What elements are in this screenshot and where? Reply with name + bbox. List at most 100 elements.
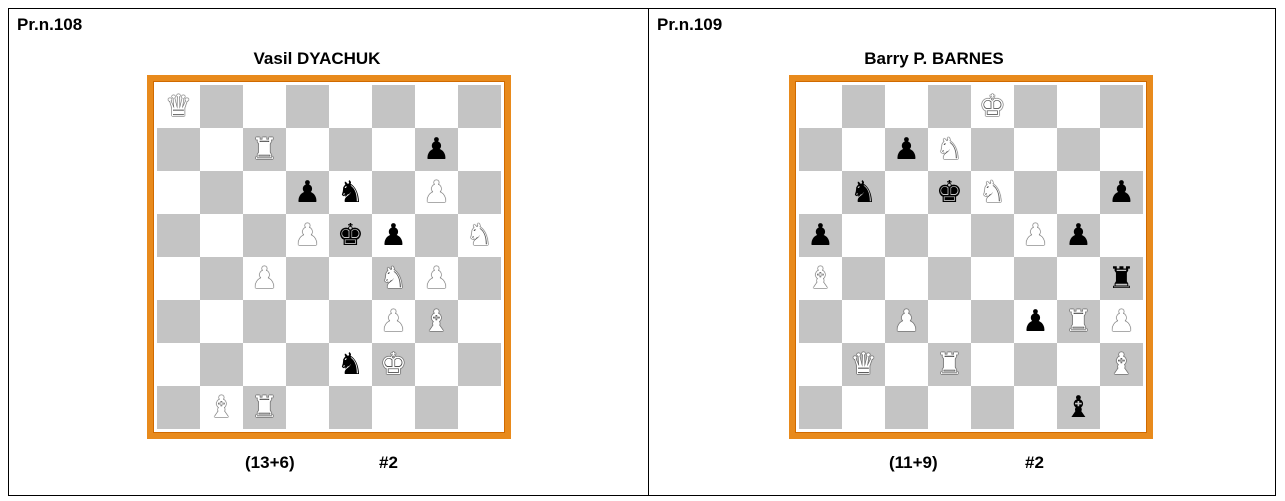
white-pawn-icon: ♟: [286, 214, 329, 257]
board-square: [885, 257, 928, 300]
white-king-icon: ♚: [971, 85, 1014, 128]
black-knight-icon: ♞: [329, 171, 372, 214]
board-square: [415, 343, 458, 386]
board-square: [372, 128, 415, 171]
white-bishop-icon: ♝: [799, 257, 842, 300]
board-square: [458, 343, 501, 386]
board-square: [842, 300, 885, 343]
white-bishop-icon: ♝: [415, 300, 458, 343]
board-square: [157, 257, 200, 300]
board-square: [372, 386, 415, 429]
white-queen-icon: ♛: [157, 85, 200, 128]
board-square: [799, 343, 842, 386]
problem-label: Pr.n.108: [17, 15, 82, 35]
white-knight-icon: ♞: [971, 171, 1014, 214]
problem-cell-108: Pr.n.108 Vasil DYACHUK ♛♜♟♟♞♟♟♚♟♞♟♞♟♟♝♞♚…: [9, 9, 649, 495]
black-knight-icon: ♞: [842, 171, 885, 214]
black-pawn-icon: ♟: [415, 128, 458, 171]
board-square: [200, 343, 243, 386]
author-name: Vasil DYACHUK: [9, 49, 625, 69]
board-square: [286, 128, 329, 171]
board-square: [799, 300, 842, 343]
board-square: [799, 128, 842, 171]
author-name: Barry P. BARNES: [649, 49, 1219, 69]
board-square: [842, 386, 885, 429]
board-square: [1100, 128, 1143, 171]
board-square: [928, 85, 971, 128]
stipulation: #2: [1025, 453, 1044, 473]
problem-cell-109: Pr.n.109 Barry P. BARNES ♚♟♞♞♚♞♟♟♟♟♝♜♟♟♜…: [649, 9, 1275, 495]
board-square: [1100, 386, 1143, 429]
black-rook-icon: ♜: [1100, 257, 1143, 300]
board-square: [286, 85, 329, 128]
board-square: [200, 85, 243, 128]
board-square: [329, 386, 372, 429]
board-square: [928, 300, 971, 343]
board-square: [842, 85, 885, 128]
board-square: [971, 300, 1014, 343]
board-square: [286, 300, 329, 343]
board-square: [458, 386, 501, 429]
board-square: [329, 85, 372, 128]
board-square: [372, 171, 415, 214]
board-square: [458, 171, 501, 214]
problems-table: Pr.n.108 Vasil DYACHUK ♛♜♟♟♞♟♟♚♟♞♟♞♟♟♝♞♚…: [8, 8, 1276, 496]
board-square: [799, 85, 842, 128]
board-square: [1014, 85, 1057, 128]
board-square: [885, 343, 928, 386]
white-queen-icon: ♛: [842, 343, 885, 386]
black-pawn-icon: ♟: [286, 171, 329, 214]
white-king-icon: ♚: [372, 343, 415, 386]
board-square: [458, 257, 501, 300]
board-square: [243, 85, 286, 128]
board-square: [458, 128, 501, 171]
board-square: [971, 386, 1014, 429]
board-square: [243, 343, 286, 386]
board-square: [286, 386, 329, 429]
white-pawn-icon: ♟: [1100, 300, 1143, 343]
white-knight-icon: ♞: [928, 128, 971, 171]
board-square: [1100, 214, 1143, 257]
board-square: [415, 386, 458, 429]
white-rook-icon: ♜: [1057, 300, 1100, 343]
board-square: [1014, 171, 1057, 214]
black-king-icon: ♚: [928, 171, 971, 214]
board-square: [842, 128, 885, 171]
board-square: [157, 343, 200, 386]
board-square: [1057, 128, 1100, 171]
board-square: [329, 300, 372, 343]
board-square: [243, 214, 286, 257]
white-bishop-icon: ♝: [1100, 343, 1143, 386]
black-pawn-icon: ♟: [1100, 171, 1143, 214]
stipulation: #2: [379, 453, 398, 473]
white-rook-icon: ♜: [243, 128, 286, 171]
board-square: [1014, 257, 1057, 300]
board-square: [415, 85, 458, 128]
board-square: [885, 171, 928, 214]
white-pawn-icon: ♟: [372, 300, 415, 343]
board-square: [329, 128, 372, 171]
black-pawn-icon: ♟: [885, 128, 928, 171]
chess-board-frame: ♛♜♟♟♞♟♟♚♟♞♟♞♟♟♝♞♚♝♜: [147, 75, 511, 439]
board-square: [1057, 257, 1100, 300]
board-square: [885, 85, 928, 128]
pieces-count: (13+6): [245, 453, 295, 473]
white-knight-icon: ♞: [372, 257, 415, 300]
white-rook-icon: ♜: [928, 343, 971, 386]
board-square: [971, 128, 1014, 171]
board-square: [842, 257, 885, 300]
board-square: [458, 85, 501, 128]
black-knight-icon: ♞: [329, 343, 372, 386]
board-square: [200, 214, 243, 257]
white-pawn-icon: ♟: [1014, 214, 1057, 257]
pieces-count: (11+9): [889, 453, 938, 473]
white-rook-icon: ♜: [243, 386, 286, 429]
board-square: [885, 214, 928, 257]
white-pawn-icon: ♟: [415, 171, 458, 214]
white-pawn-icon: ♟: [243, 257, 286, 300]
board-square: [971, 257, 1014, 300]
board-square: [971, 214, 1014, 257]
black-pawn-icon: ♟: [1014, 300, 1057, 343]
black-bishop-icon: ♝: [1057, 386, 1100, 429]
board-square: [286, 257, 329, 300]
